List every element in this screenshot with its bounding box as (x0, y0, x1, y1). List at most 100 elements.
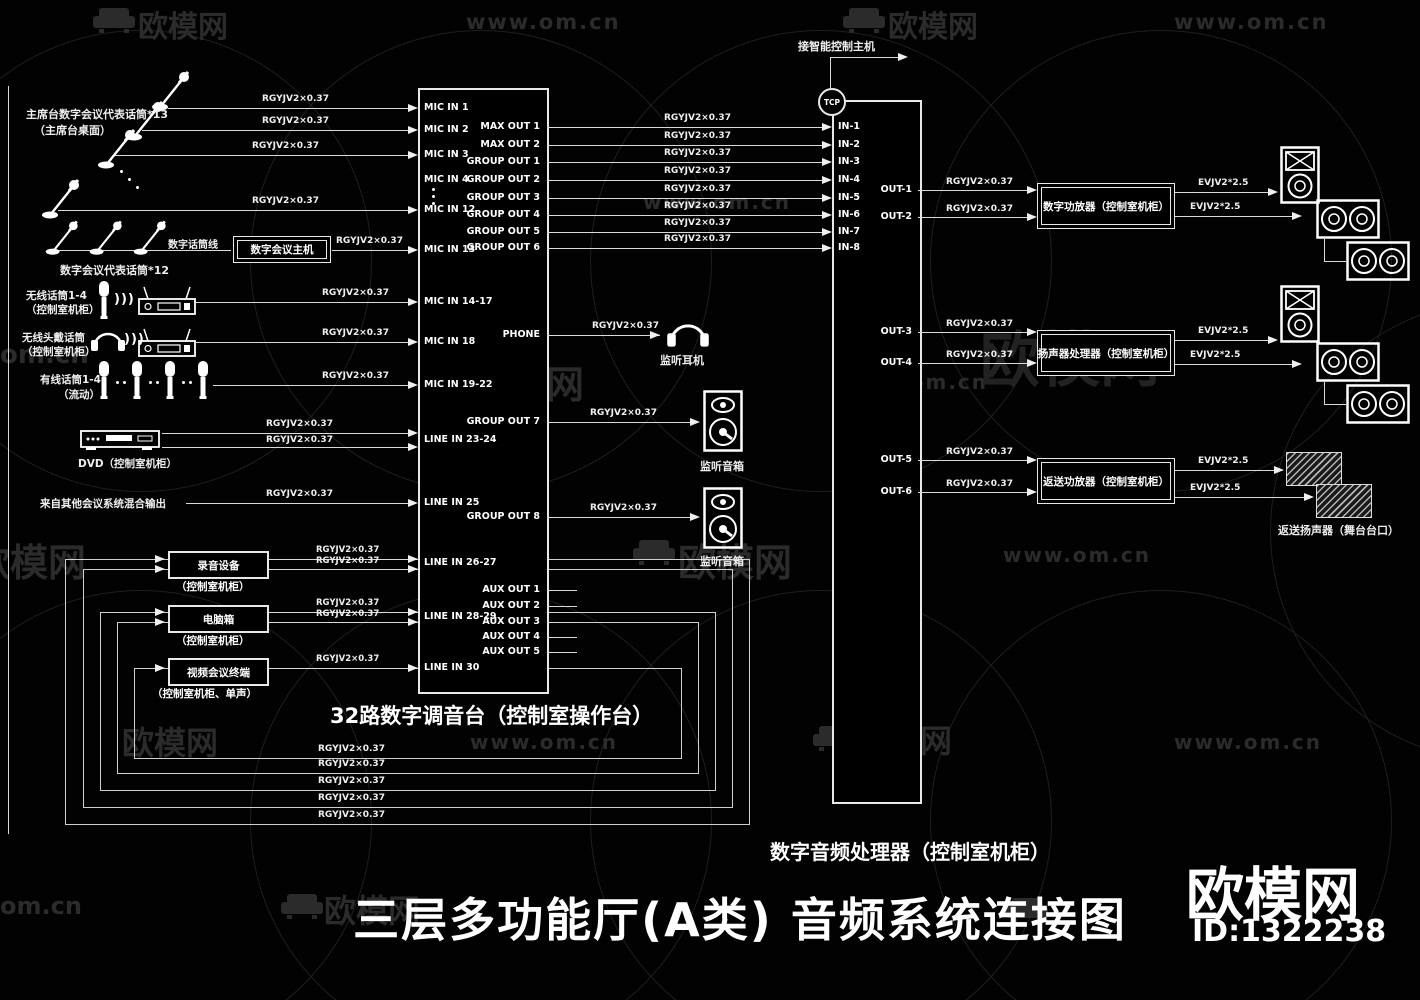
mixer-port-label: MIC IN 18 (424, 336, 476, 347)
processor-port-label: IN-8 (838, 242, 861, 253)
cable-label: RGYJV2×0.37 (590, 408, 657, 418)
monitor-speaker-icon (703, 390, 743, 452)
mixer-port-label: LINE IN 30 (424, 662, 480, 673)
arrowhead (408, 126, 418, 134)
arrowhead (898, 53, 908, 61)
arrowhead (1027, 488, 1037, 496)
monitor-headphone-label: 监听耳机 (660, 354, 704, 367)
cable-label: RGYJV2×0.37 (322, 288, 389, 298)
main-amp-label: 数字功放器（控制室机柜） (1041, 187, 1171, 225)
processor-port-label: OUT-1 (880, 184, 912, 195)
cable-label: RGYJV2×0.37 (318, 744, 385, 754)
mixer-port-label: GROUP OUT 8 (466, 511, 540, 522)
arrowhead (408, 555, 418, 563)
monitor-speaker-label: 监听音箱 (700, 460, 744, 473)
cable-label: RGYJV2×0.37 (318, 759, 385, 769)
arrowhead (408, 104, 418, 112)
wire (918, 460, 1027, 461)
cable-label: RGYJV2×0.37 (946, 447, 1013, 457)
cable-label: RGYJV2×0.37 (946, 350, 1013, 360)
wire (1175, 470, 1274, 471)
ellipsis-dot (432, 202, 435, 205)
corner-id: ID:1322238 (1192, 914, 1387, 949)
fullrange-speaker-icon (1280, 285, 1320, 343)
stage-monitor-speaker-icon (1316, 484, 1372, 518)
arrowhead (1027, 213, 1037, 221)
wire (547, 180, 824, 181)
gooseneck-mic-icon (40, 176, 84, 220)
speaker-processor-box: 扬声器处理器（控制室机柜） (1037, 330, 1175, 376)
monitor-speaker-icon (703, 487, 743, 549)
watermark-brand: 欧模网 (122, 724, 219, 762)
gooseneck-mic-icon (88, 218, 126, 256)
wire (114, 155, 408, 156)
arrowhead (408, 298, 418, 306)
cable-label: RGYJV2×0.37 (322, 328, 389, 338)
arrowhead (1027, 328, 1037, 336)
wire (267, 622, 408, 623)
ellipsis-dot (123, 381, 126, 384)
stage-speakers-caption: 返送扬声器（舞台台口） (1278, 524, 1399, 537)
cable-label: RGYJV2×0.37 (316, 556, 380, 566)
arrowhead (822, 123, 832, 131)
network-link-label: 接智能控制主机 (798, 40, 875, 53)
arrowhead (1027, 186, 1037, 194)
cable-label: RGYJV2×0.37 (664, 201, 731, 211)
stage-amp-label: 返送功放器（控制室机柜） (1041, 462, 1171, 500)
mixer-port-label: AUX OUT 5 (482, 646, 540, 657)
processor-port-label: OUT-6 (880, 486, 912, 497)
wire (142, 130, 408, 131)
processor-port-label: OUT-4 (880, 357, 912, 368)
arrowhead (1268, 188, 1278, 196)
arrowhead (690, 513, 700, 521)
cable-label: RGYJV2×0.37 (664, 166, 731, 176)
arrowhead (690, 418, 700, 426)
arrowhead (822, 211, 832, 219)
mixer-port-label: GROUP OUT 2 (466, 174, 540, 185)
wire (267, 559, 408, 560)
cable-label: RGYJV2×0.37 (664, 234, 731, 244)
wire (547, 622, 577, 623)
ellipsis-dot (189, 381, 192, 384)
wire (213, 385, 408, 386)
arrowhead (408, 206, 418, 214)
sofa-watermark-icon (90, 6, 138, 36)
watermark-brand: 欧模网 (0, 541, 87, 585)
computer-box: 电脑箱 (168, 605, 269, 633)
wire (1175, 364, 1292, 365)
cable-label: RGYJV2×0.37 (252, 196, 319, 206)
cable-label: RGYJV2×0.37 (266, 419, 333, 429)
cable-label: RGYJV2×0.37 (316, 598, 380, 608)
watermark-brand: 欧模网 (888, 10, 978, 45)
watermark-brand: 欧模网 (324, 892, 421, 930)
mixer-port-label: AUX OUT 2 (482, 600, 540, 611)
wire (196, 342, 408, 343)
wire (830, 57, 898, 58)
watermark-site: www.om.cn (1174, 730, 1323, 754)
mixer-port-label: MIC IN 1 (424, 102, 469, 113)
handheld-mic-icon (162, 360, 178, 400)
cable-label: RGYJV2×0.37 (266, 435, 333, 445)
stage-monitor-speaker-icon (1286, 452, 1342, 486)
wire (547, 637, 577, 638)
processor-port-label: OUT-5 (880, 454, 912, 465)
arrowhead (650, 331, 660, 339)
rostrum-mics-note: （主席台桌面） (34, 124, 111, 137)
ellipsis-dot (136, 186, 139, 189)
wire (918, 332, 1027, 333)
arrowhead (408, 151, 418, 159)
mixer-port-label: MIC IN 13 (424, 244, 476, 255)
dvd-player-icon (80, 426, 160, 452)
arrowhead (1027, 359, 1037, 367)
watermark-site: www.om.cn (470, 730, 619, 754)
rostrum-mics-label: 主席台数字会议代表话筒*13 (26, 108, 169, 121)
wire (267, 612, 408, 613)
rf-waves-icon: ))) (114, 292, 135, 307)
cable-label: EVJV2*2.5 (1198, 456, 1249, 466)
processor-port-label: IN-6 (838, 209, 861, 220)
cable-label: RGYJV2×0.37 (316, 545, 380, 555)
cable-label: RGYJV2×0.37 (946, 319, 1013, 329)
cable-label: RGYJV2×0.37 (664, 218, 731, 228)
ellipsis-dot (156, 381, 159, 384)
mixer-port-label: MIC IN 12 (424, 204, 476, 215)
